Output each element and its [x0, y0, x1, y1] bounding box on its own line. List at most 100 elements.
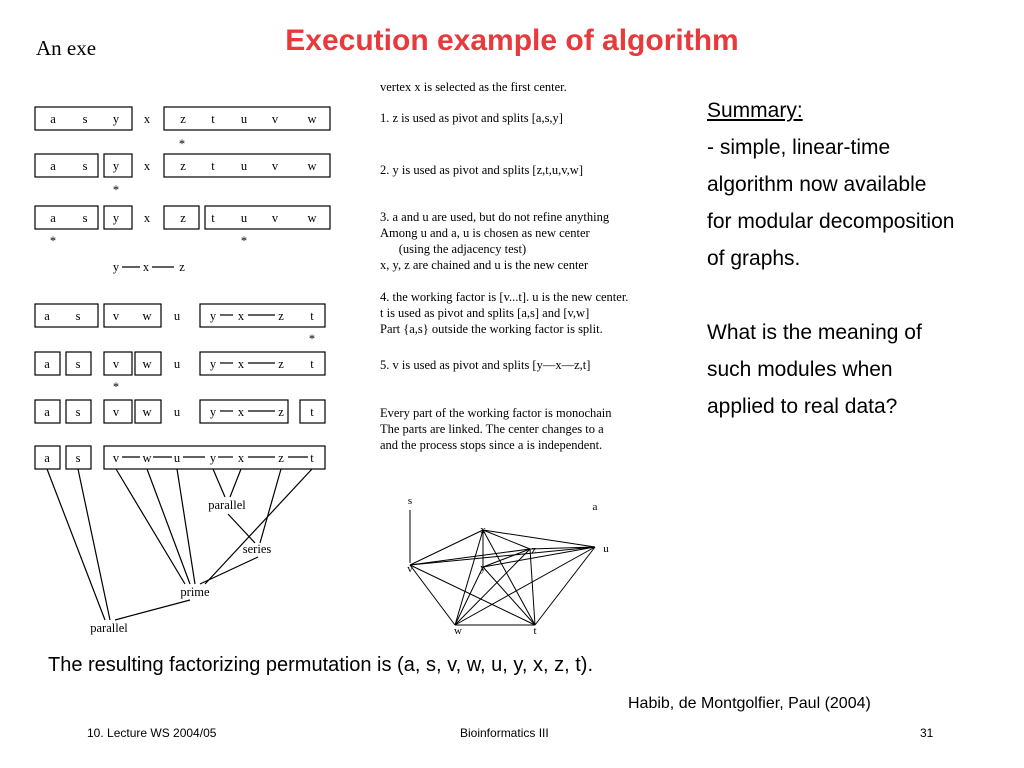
svg-text:w: w — [307, 211, 316, 225]
svg-text:x: x — [238, 451, 245, 465]
footer-course: Bioinformatics III — [460, 726, 549, 740]
svg-text:w: w — [307, 159, 316, 173]
svg-text:u: u — [241, 159, 248, 173]
svg-text:x: x — [238, 357, 245, 371]
svg-text:s: s — [76, 405, 81, 419]
svg-text:s: s — [76, 451, 81, 465]
svg-text:u: u — [174, 357, 181, 371]
svg-text:z: z — [179, 260, 185, 274]
result-text: The resulting factorizing permutation is… — [48, 654, 594, 676]
summary-line: of graphs. — [707, 247, 801, 270]
svg-text:x: x — [144, 211, 151, 225]
svg-text:v: v — [113, 309, 120, 323]
svg-text:y: y — [113, 260, 120, 274]
svg-text:s: s — [76, 309, 81, 323]
svg-text:w: w — [142, 405, 151, 419]
decomposition-tree — [46, 468, 313, 621]
step-line: 4. the working factor is [v...t]. u is t… — [380, 290, 629, 304]
svg-text:a: a — [44, 405, 50, 419]
svg-text:*: * — [50, 234, 56, 248]
svg-text:y: y — [210, 451, 217, 465]
svg-text:u: u — [174, 405, 181, 419]
svg-text:a: a — [50, 112, 56, 126]
partition-rows — [34, 106, 331, 470]
summary-line: for modular decomposition — [707, 210, 955, 233]
tree-node-parallel-root: parallel — [90, 621, 128, 635]
graph-node-u: u — [603, 543, 609, 555]
step-line: 1. z is used as pivot and splits [a,s,y] — [380, 111, 563, 125]
svg-text:w: w — [142, 451, 151, 465]
svg-text:s: s — [83, 112, 88, 126]
graph-edges — [409, 510, 596, 626]
svg-text:y: y — [113, 112, 120, 126]
svg-text:z: z — [278, 309, 284, 323]
step-line: Among u and a, u is chosen as new center — [380, 226, 590, 240]
step-line: x, y, z are chained and u is the new cen… — [380, 258, 589, 272]
svg-text:z: z — [278, 405, 284, 419]
svg-text:z: z — [278, 451, 284, 465]
svg-text:x: x — [144, 159, 151, 173]
svg-text:s: s — [76, 357, 81, 371]
svg-text:t: t — [211, 112, 215, 126]
graph-node-t: t — [533, 625, 536, 637]
svg-text:z: z — [180, 159, 186, 173]
step-line: 2. y is used as pivot and splits [z,t,u,… — [380, 163, 583, 177]
svg-text:u: u — [241, 112, 248, 126]
svg-text:s: s — [83, 211, 88, 225]
step-line: The parts are linked. The center changes… — [380, 422, 604, 436]
svg-text:v: v — [272, 159, 279, 173]
svg-text:t: t — [310, 357, 314, 371]
svg-text:z: z — [278, 357, 284, 371]
summary-line: What is the meaning of — [707, 321, 922, 344]
graph-node-z: z — [532, 544, 537, 556]
svg-text:t: t — [310, 309, 314, 323]
svg-text:a: a — [44, 451, 50, 465]
step-4: 4. the working factor is [v...t]. u is t… — [380, 289, 628, 337]
graph-node-x: x — [480, 524, 486, 536]
step-line: vertex x is selected as the first center… — [380, 80, 567, 94]
svg-text:t: t — [211, 211, 215, 225]
tree-node-prime: prime — [180, 585, 210, 599]
step-line: 3. a and u are used, but do not refine a… — [380, 210, 610, 224]
svg-text:a: a — [50, 159, 56, 173]
tree-node-parallel: parallel — [208, 498, 246, 512]
svg-text:a: a — [44, 309, 50, 323]
summary-line: such modules when — [707, 358, 893, 381]
step-line: t is used as pivot and splits [a,s] and … — [380, 306, 590, 320]
summary-line: algorithm now available — [707, 173, 927, 196]
svg-text:x: x — [238, 405, 245, 419]
svg-text:v: v — [113, 357, 120, 371]
footer-lecture: 10. Lecture WS 2004/05 — [87, 726, 217, 740]
svg-text:x: x — [144, 112, 151, 126]
step-2: 2. y is used as pivot and splits [z,t,u,… — [380, 162, 583, 178]
graph-node-y: y — [480, 562, 486, 574]
footer-page-number: 31 — [920, 726, 934, 740]
svg-text:t: t — [310, 451, 314, 465]
step-line: and the process stops since a is indepen… — [380, 438, 603, 452]
summary-line: - simple, linear-time — [707, 136, 891, 159]
svg-text:*: * — [241, 234, 247, 248]
svg-text:t: t — [211, 159, 215, 173]
step-1: 1. z is used as pivot and splits [a,s,y] — [380, 110, 563, 126]
svg-text:y: y — [210, 309, 217, 323]
svg-text:y: y — [113, 211, 120, 225]
svg-text:x: x — [238, 309, 245, 323]
step-5: 5. v is used as pivot and splits [y—x—z,… — [380, 357, 590, 373]
step-line: 5. v is used as pivot and splits [y—x—z,… — [380, 358, 591, 372]
heading-mask — [108, 30, 248, 70]
svg-text:v: v — [272, 112, 279, 126]
svg-text:*: * — [309, 332, 315, 346]
svg-text:u: u — [174, 309, 181, 323]
step-3: 3. a and u are used, but do not refine a… — [380, 209, 609, 273]
svg-text:a: a — [44, 357, 50, 371]
graph-node-s: s — [408, 495, 412, 507]
step-line: Part {a,s} outside the working factor is… — [380, 322, 603, 336]
citation: Habib, de Montgolfier, Paul (2004) — [628, 695, 871, 712]
svg-text:v: v — [113, 451, 120, 465]
graph-node-a: a — [593, 501, 598, 513]
svg-text:a: a — [50, 211, 56, 225]
svg-text:y: y — [210, 357, 217, 371]
svg-text:x: x — [143, 260, 150, 274]
svg-text:w: w — [307, 112, 316, 126]
summary-line: applied to real data? — [707, 395, 898, 418]
